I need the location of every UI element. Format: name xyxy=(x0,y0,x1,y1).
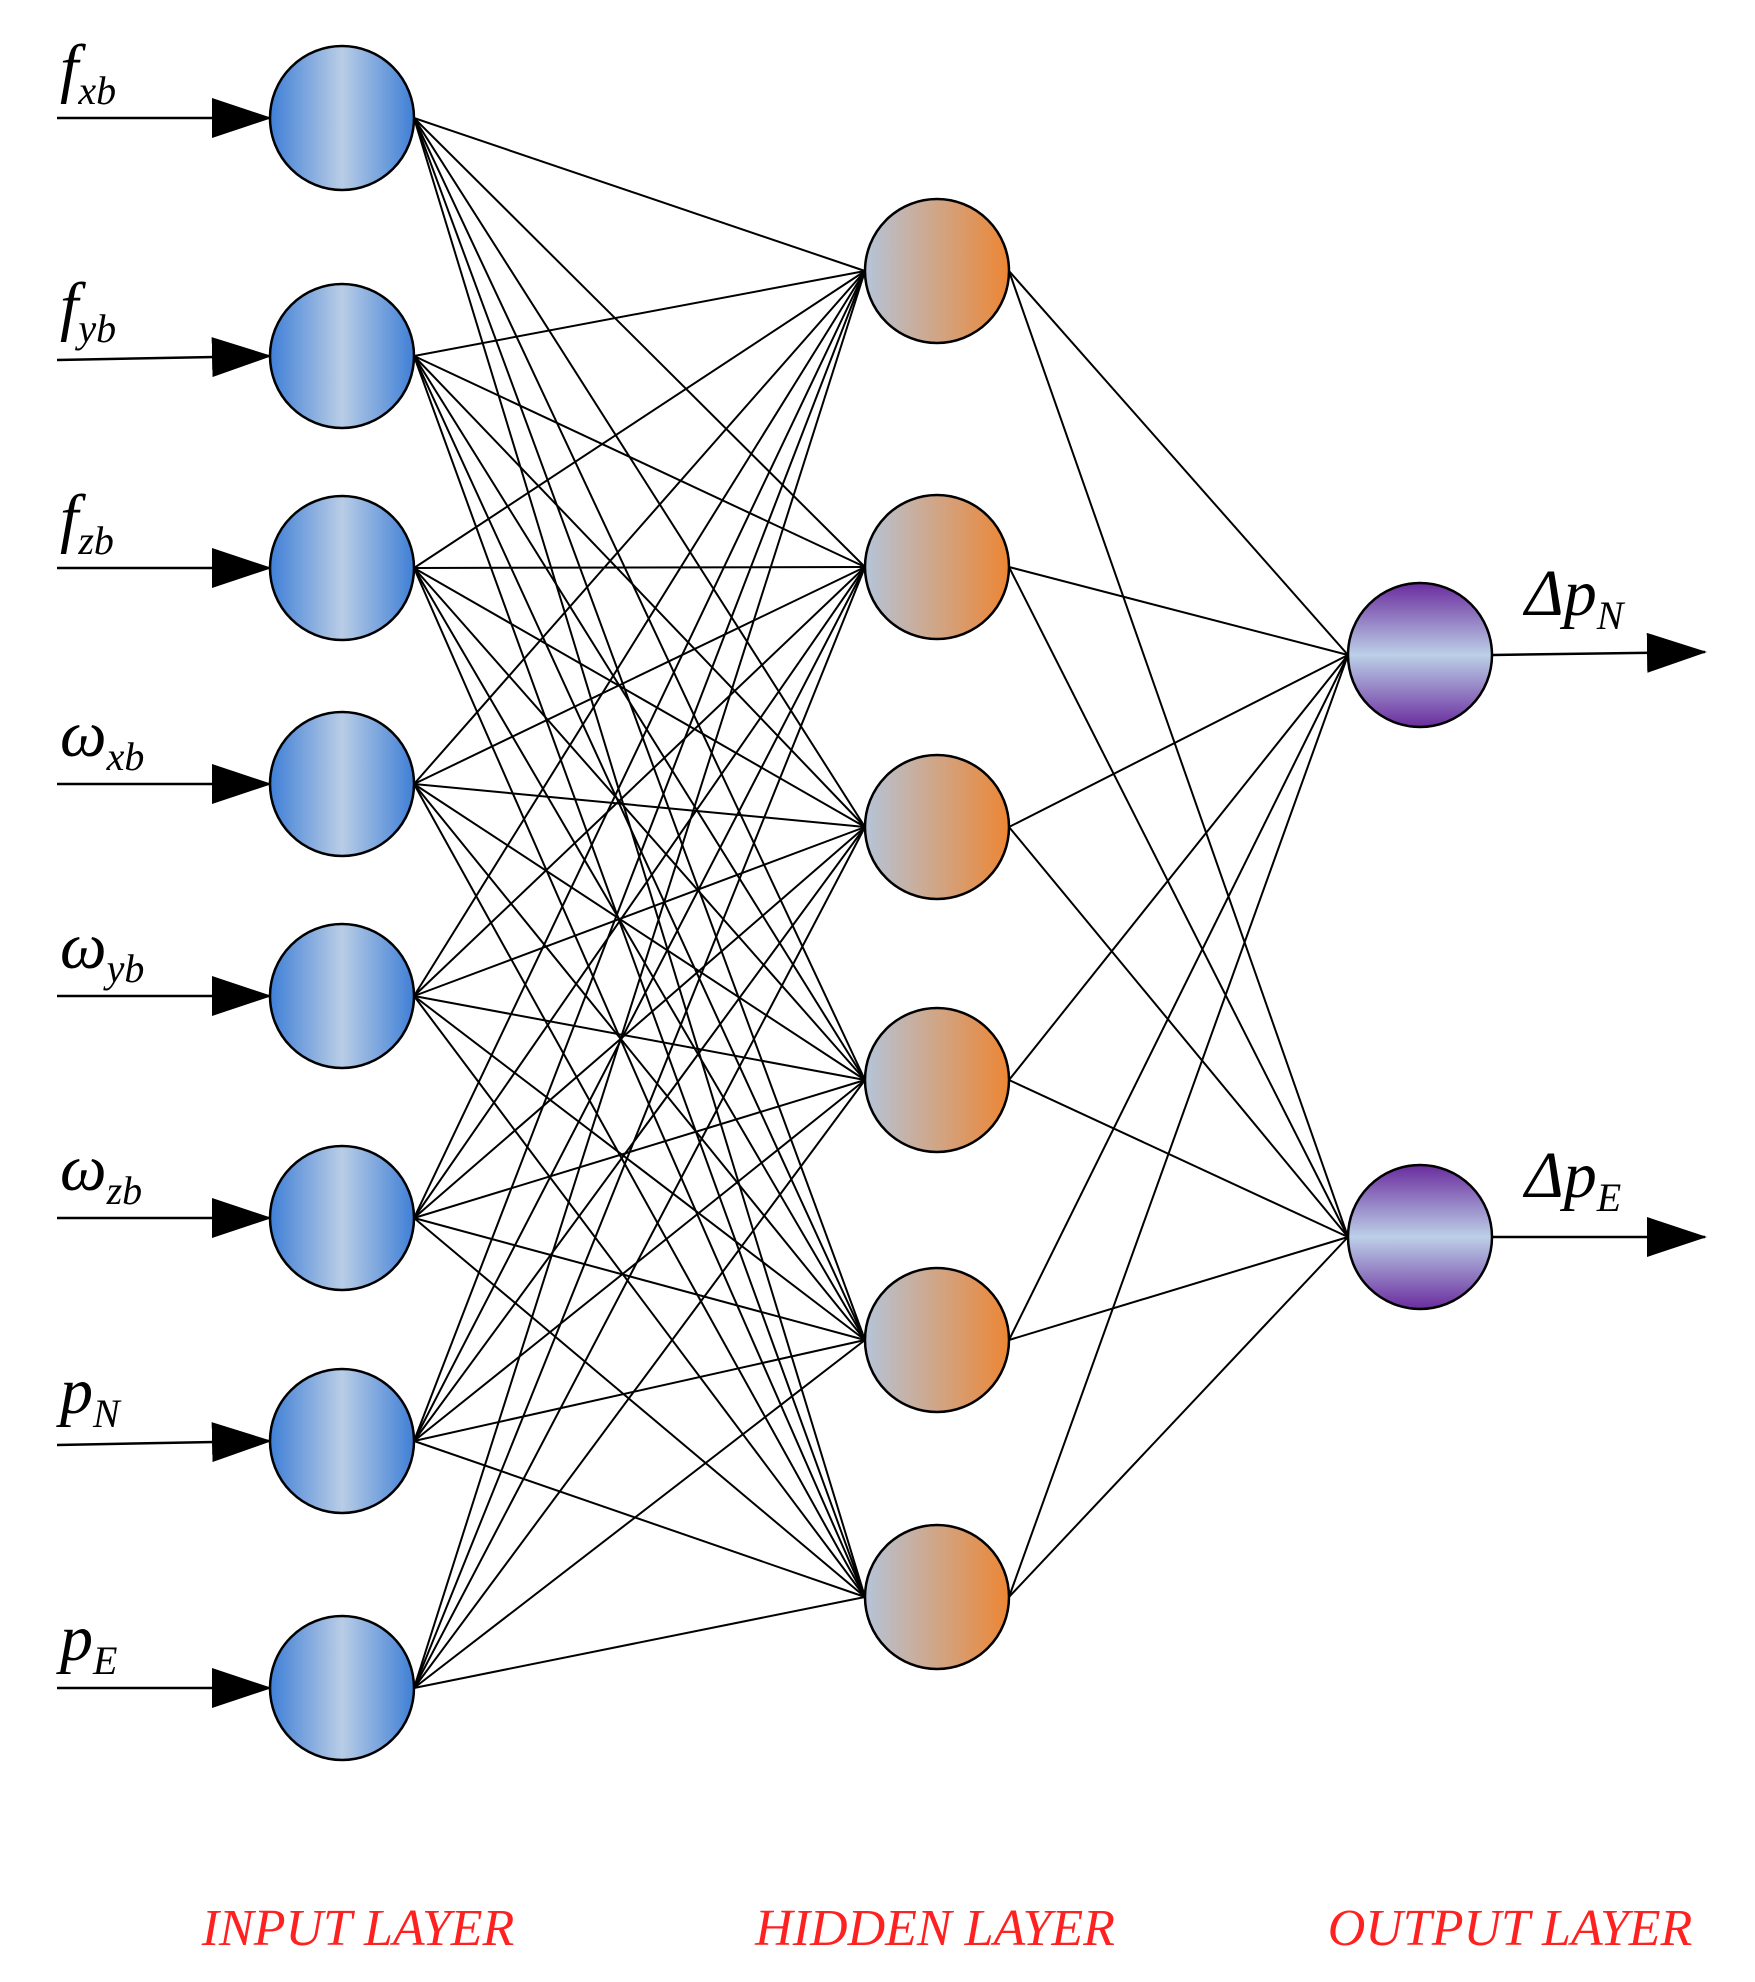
hidden-layer-caption: HIDDEN LAYER xyxy=(754,1900,1115,1957)
edge-input-1-hidden-1 xyxy=(413,117,866,272)
edge-hidden-6-output-2 xyxy=(1008,1236,1349,1598)
input-label-4: ωxb xyxy=(60,698,144,779)
edge-input-3-hidden-2 xyxy=(413,566,866,569)
edge-hidden-2-output-2 xyxy=(1008,566,1349,1238)
hidden-node-3 xyxy=(863,753,1011,901)
edge-input-8-hidden-2 xyxy=(413,566,866,1689)
input-node-6 xyxy=(268,1144,416,1292)
input-node-2 xyxy=(268,282,416,430)
edge-input-6-hidden-3 xyxy=(413,826,866,1219)
output-layer-caption: OUTPUT LAYER xyxy=(1328,1900,1693,1957)
edge-input-7-hidden-4 xyxy=(413,1079,866,1442)
input-node-7 xyxy=(268,1367,416,1515)
edge-input-8-hidden-4 xyxy=(413,1079,866,1689)
edge-input-4-hidden-4 xyxy=(413,783,866,1081)
hidden-node-5 xyxy=(863,1266,1011,1414)
input-label-1: fxb xyxy=(60,32,116,113)
io-arrows xyxy=(56,98,1707,1708)
variable-labels: fxb fyb fzb ωxb ωyb ωzb pN pE ΔpN ΔpE xyxy=(56,32,1626,1683)
edge-input-7-hidden-2 xyxy=(413,566,866,1442)
edge-hidden-1-output-2 xyxy=(1008,270,1349,1238)
input-label-8: pE xyxy=(56,1602,117,1683)
edge-hidden-4-output-2 xyxy=(1008,1079,1349,1238)
input-label-6: ωzb xyxy=(60,1132,142,1213)
input-label-5: ωyb xyxy=(60,910,144,991)
edge-input-7-hidden-5 xyxy=(413,1339,866,1442)
neuron-nodes xyxy=(268,44,1494,1762)
input-node-5 xyxy=(268,922,416,1070)
output-node-2 xyxy=(1346,1163,1494,1311)
edge-input-2-hidden-3 xyxy=(413,355,866,828)
edge-hidden-3-output-2 xyxy=(1008,826,1349,1238)
edge-input-8-hidden-5 xyxy=(413,1339,866,1689)
edge-input-2-hidden-5 xyxy=(413,355,866,1341)
edge-input-3-hidden-3 xyxy=(413,567,866,828)
edge-input-2-hidden-1 xyxy=(413,270,866,357)
edge-hidden-1-output-1 xyxy=(1008,270,1349,656)
edge-input-8-hidden-6 xyxy=(413,1596,866,1689)
edge-input-4-hidden-3 xyxy=(413,783,866,828)
edge-input-6-hidden-6 xyxy=(413,1217,866,1598)
edge-input-3-hidden-5 xyxy=(413,567,866,1341)
edge-input-6-hidden-4 xyxy=(413,1079,866,1219)
edge-input-6-hidden-5 xyxy=(413,1217,866,1341)
edge-input-6-hidden-2 xyxy=(413,566,866,1219)
connection-lines xyxy=(413,117,1349,1689)
edge-input-5-hidden-4 xyxy=(413,995,866,1081)
edge-input-1-hidden-2 xyxy=(413,117,866,568)
edge-input-2-hidden-4 xyxy=(413,355,866,1081)
input-node-1 xyxy=(268,44,416,192)
edge-input-5-hidden-1 xyxy=(413,270,866,997)
edge-input-1-hidden-3 xyxy=(413,117,866,828)
edge-input-1-hidden-4 xyxy=(413,117,866,1081)
edge-input-1-hidden-5 xyxy=(413,117,866,1341)
input-node-4 xyxy=(268,710,416,858)
edge-hidden-5-output-1 xyxy=(1008,654,1349,1341)
hidden-node-6 xyxy=(863,1523,1011,1671)
input-arrow-7 xyxy=(56,1422,272,1463)
edge-input-5-hidden-6 xyxy=(413,995,866,1598)
edge-hidden-6-output-1 xyxy=(1008,654,1349,1598)
edge-input-5-hidden-3 xyxy=(413,826,866,997)
output-label-1: ΔpN xyxy=(1522,557,1626,638)
output-label-2: ΔpE xyxy=(1522,1139,1621,1220)
edge-hidden-5-output-2 xyxy=(1008,1236,1349,1341)
edge-hidden-3-output-1 xyxy=(1008,654,1349,828)
edge-input-6-hidden-1 xyxy=(413,270,866,1219)
edge-input-3-hidden-4 xyxy=(413,567,866,1081)
output-node-1 xyxy=(1346,581,1494,729)
edge-input-7-hidden-6 xyxy=(413,1440,866,1598)
edge-hidden-4-output-1 xyxy=(1008,654,1349,1081)
edge-input-7-hidden-3 xyxy=(413,826,866,1442)
hidden-node-1 xyxy=(863,197,1011,345)
input-node-3 xyxy=(268,494,416,642)
edge-input-8-hidden-1 xyxy=(413,270,866,1689)
edge-input-5-hidden-5 xyxy=(413,995,866,1341)
input-label-2: fyb xyxy=(60,270,116,351)
edge-input-4-hidden-2 xyxy=(413,566,866,785)
input-node-8 xyxy=(268,1614,416,1762)
edge-input-4-hidden-6 xyxy=(413,783,866,1598)
edge-input-5-hidden-2 xyxy=(413,566,866,997)
input-layer-caption: INPUT LAYER xyxy=(201,1900,515,1957)
edge-input-8-hidden-3 xyxy=(413,826,866,1689)
edge-input-3-hidden-6 xyxy=(413,567,866,1598)
hidden-node-4 xyxy=(863,1006,1011,1154)
edge-input-7-hidden-1 xyxy=(413,270,866,1442)
input-label-3: fzb xyxy=(60,482,114,563)
input-label-7: pN xyxy=(56,1355,122,1436)
edge-input-2-hidden-2 xyxy=(413,355,866,568)
edge-input-4-hidden-1 xyxy=(413,270,866,785)
hidden-node-2 xyxy=(863,493,1011,641)
input-arrow-2 xyxy=(56,337,272,378)
output-arrow-1 xyxy=(1491,632,1707,673)
edge-hidden-2-output-1 xyxy=(1008,566,1349,656)
edge-input-3-hidden-1 xyxy=(413,270,866,569)
